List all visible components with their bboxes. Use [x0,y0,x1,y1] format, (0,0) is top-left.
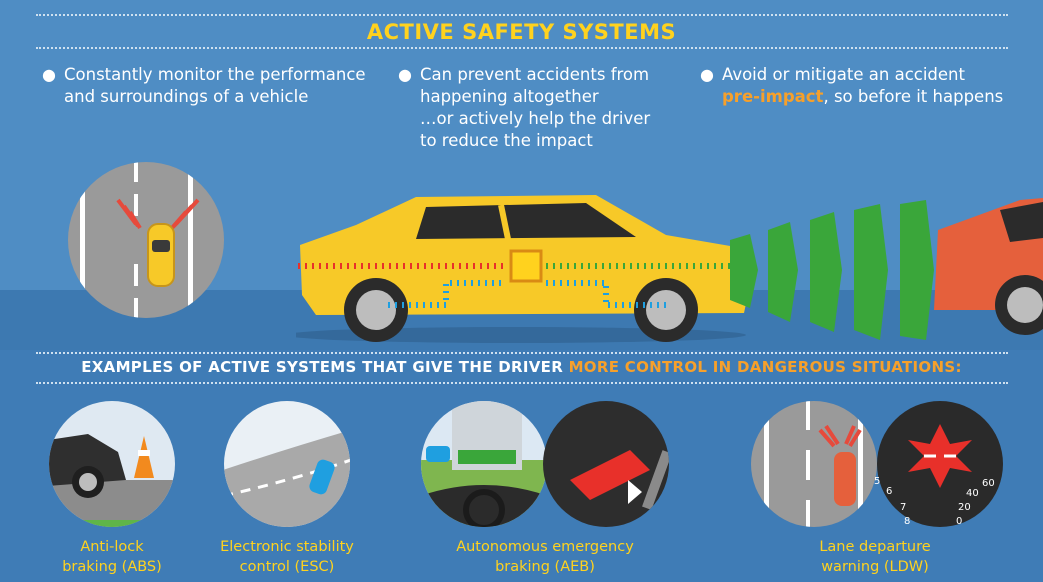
caption-line: Anti-lock [80,539,144,555]
bullet-monitor: ● Constantly monitor the performance and… [42,64,366,108]
bullet-highlight: pre-impact [722,87,824,106]
bullet-dot: ● [42,65,56,84]
bullet-text: to reduce the impact [420,131,593,150]
divider-examples-top [36,352,1008,354]
gauge-left-label: 6 [886,486,892,497]
abs-illustration [49,401,175,527]
bullet-avoid: ● Avoid or mitigate an accident pre-impa… [700,64,1004,108]
bullet-text: and surroundings of a vehicle [64,87,309,106]
ldw-illustration: 5 6 7 8 60 40 20 0 [751,401,1003,527]
bullet-text: Can prevent accidents from [420,65,650,84]
caption-line: Autonomous emergency [456,539,634,555]
blue-sensor-path [388,280,666,308]
bullet-text: Avoid or mitigate an accident [722,65,965,84]
car-departing-icon [834,452,856,506]
caption-line: warning (LDW) [821,559,929,575]
radar-waves-right [170,198,200,230]
bullet-text: Constantly monitor the performance [64,65,366,84]
main-car-illustration [296,195,750,343]
bullet-text: , so before it happens [823,87,1004,106]
caption-line: braking (AEB) [495,559,595,575]
gauge-left-label: 5 [874,476,880,487]
divider-title [36,47,1008,49]
caption-line: braking (ABS) [62,559,162,575]
gauge-right-label: 40 [966,488,979,499]
caption-line: control (ESC) [239,559,335,575]
traffic-cone-icon [134,436,154,478]
bullet-prevent: ● Can prevent accidents from happening a… [398,64,651,152]
car-skid-icon [309,459,335,495]
caption-ldw: Lane departure warning (LDW) [795,537,955,577]
brake-shoe-icon [570,450,650,500]
caption-aeb: Autonomous emergency braking (AEB) [440,537,650,577]
radar-waves-front [730,200,934,340]
gauge-right-label: 0 [956,516,962,527]
radar-waves-left [116,198,142,230]
wheel-rear [356,290,396,330]
car-windows [416,203,636,239]
car-ahead-illustration [934,198,1043,335]
divider-examples-bottom [36,382,1008,384]
wheel-front [646,290,686,330]
bullet-text: …or actively help the driver [420,109,651,128]
bullet-dot: ● [700,65,714,84]
examples-title-main: EXAMPLES OF ACTIVE SYSTEMS THAT GIVE THE… [81,358,569,376]
caption-line: Lane departure [819,539,931,555]
gauge-right-label: 20 [958,502,971,513]
examples-title: EXAMPLES OF ACTIVE SYSTEMS THAT GIVE THE… [0,358,1043,376]
caption-line: Electronic stability [220,539,354,555]
page-title: ACTIVE SAFETY SYSTEMS [366,20,677,44]
divider-top [36,14,1008,16]
car-topview-icon [147,223,175,287]
gauge-left-label: 8 [904,516,910,527]
gauge-left-label: 7 [900,502,906,513]
bullet-dot: ● [398,65,412,84]
gauge-right-label: 60 [982,478,995,489]
examples-title-highlight: MORE CONTROL IN DANGEROUS SITUATIONS: [568,358,962,376]
aeb-illustration [421,401,669,527]
steering-wheel-icon [463,489,505,527]
warning-burst-icon [908,424,972,488]
esc-illustration [224,401,350,527]
ecu-chip-icon [509,249,543,283]
road-topview-illustration [68,162,224,318]
caption-abs: Anti-lock braking (ABS) [32,537,192,577]
bullet-text: happening altogether [420,87,599,106]
caption-esc: Electronic stability control (ESC) [207,537,367,577]
